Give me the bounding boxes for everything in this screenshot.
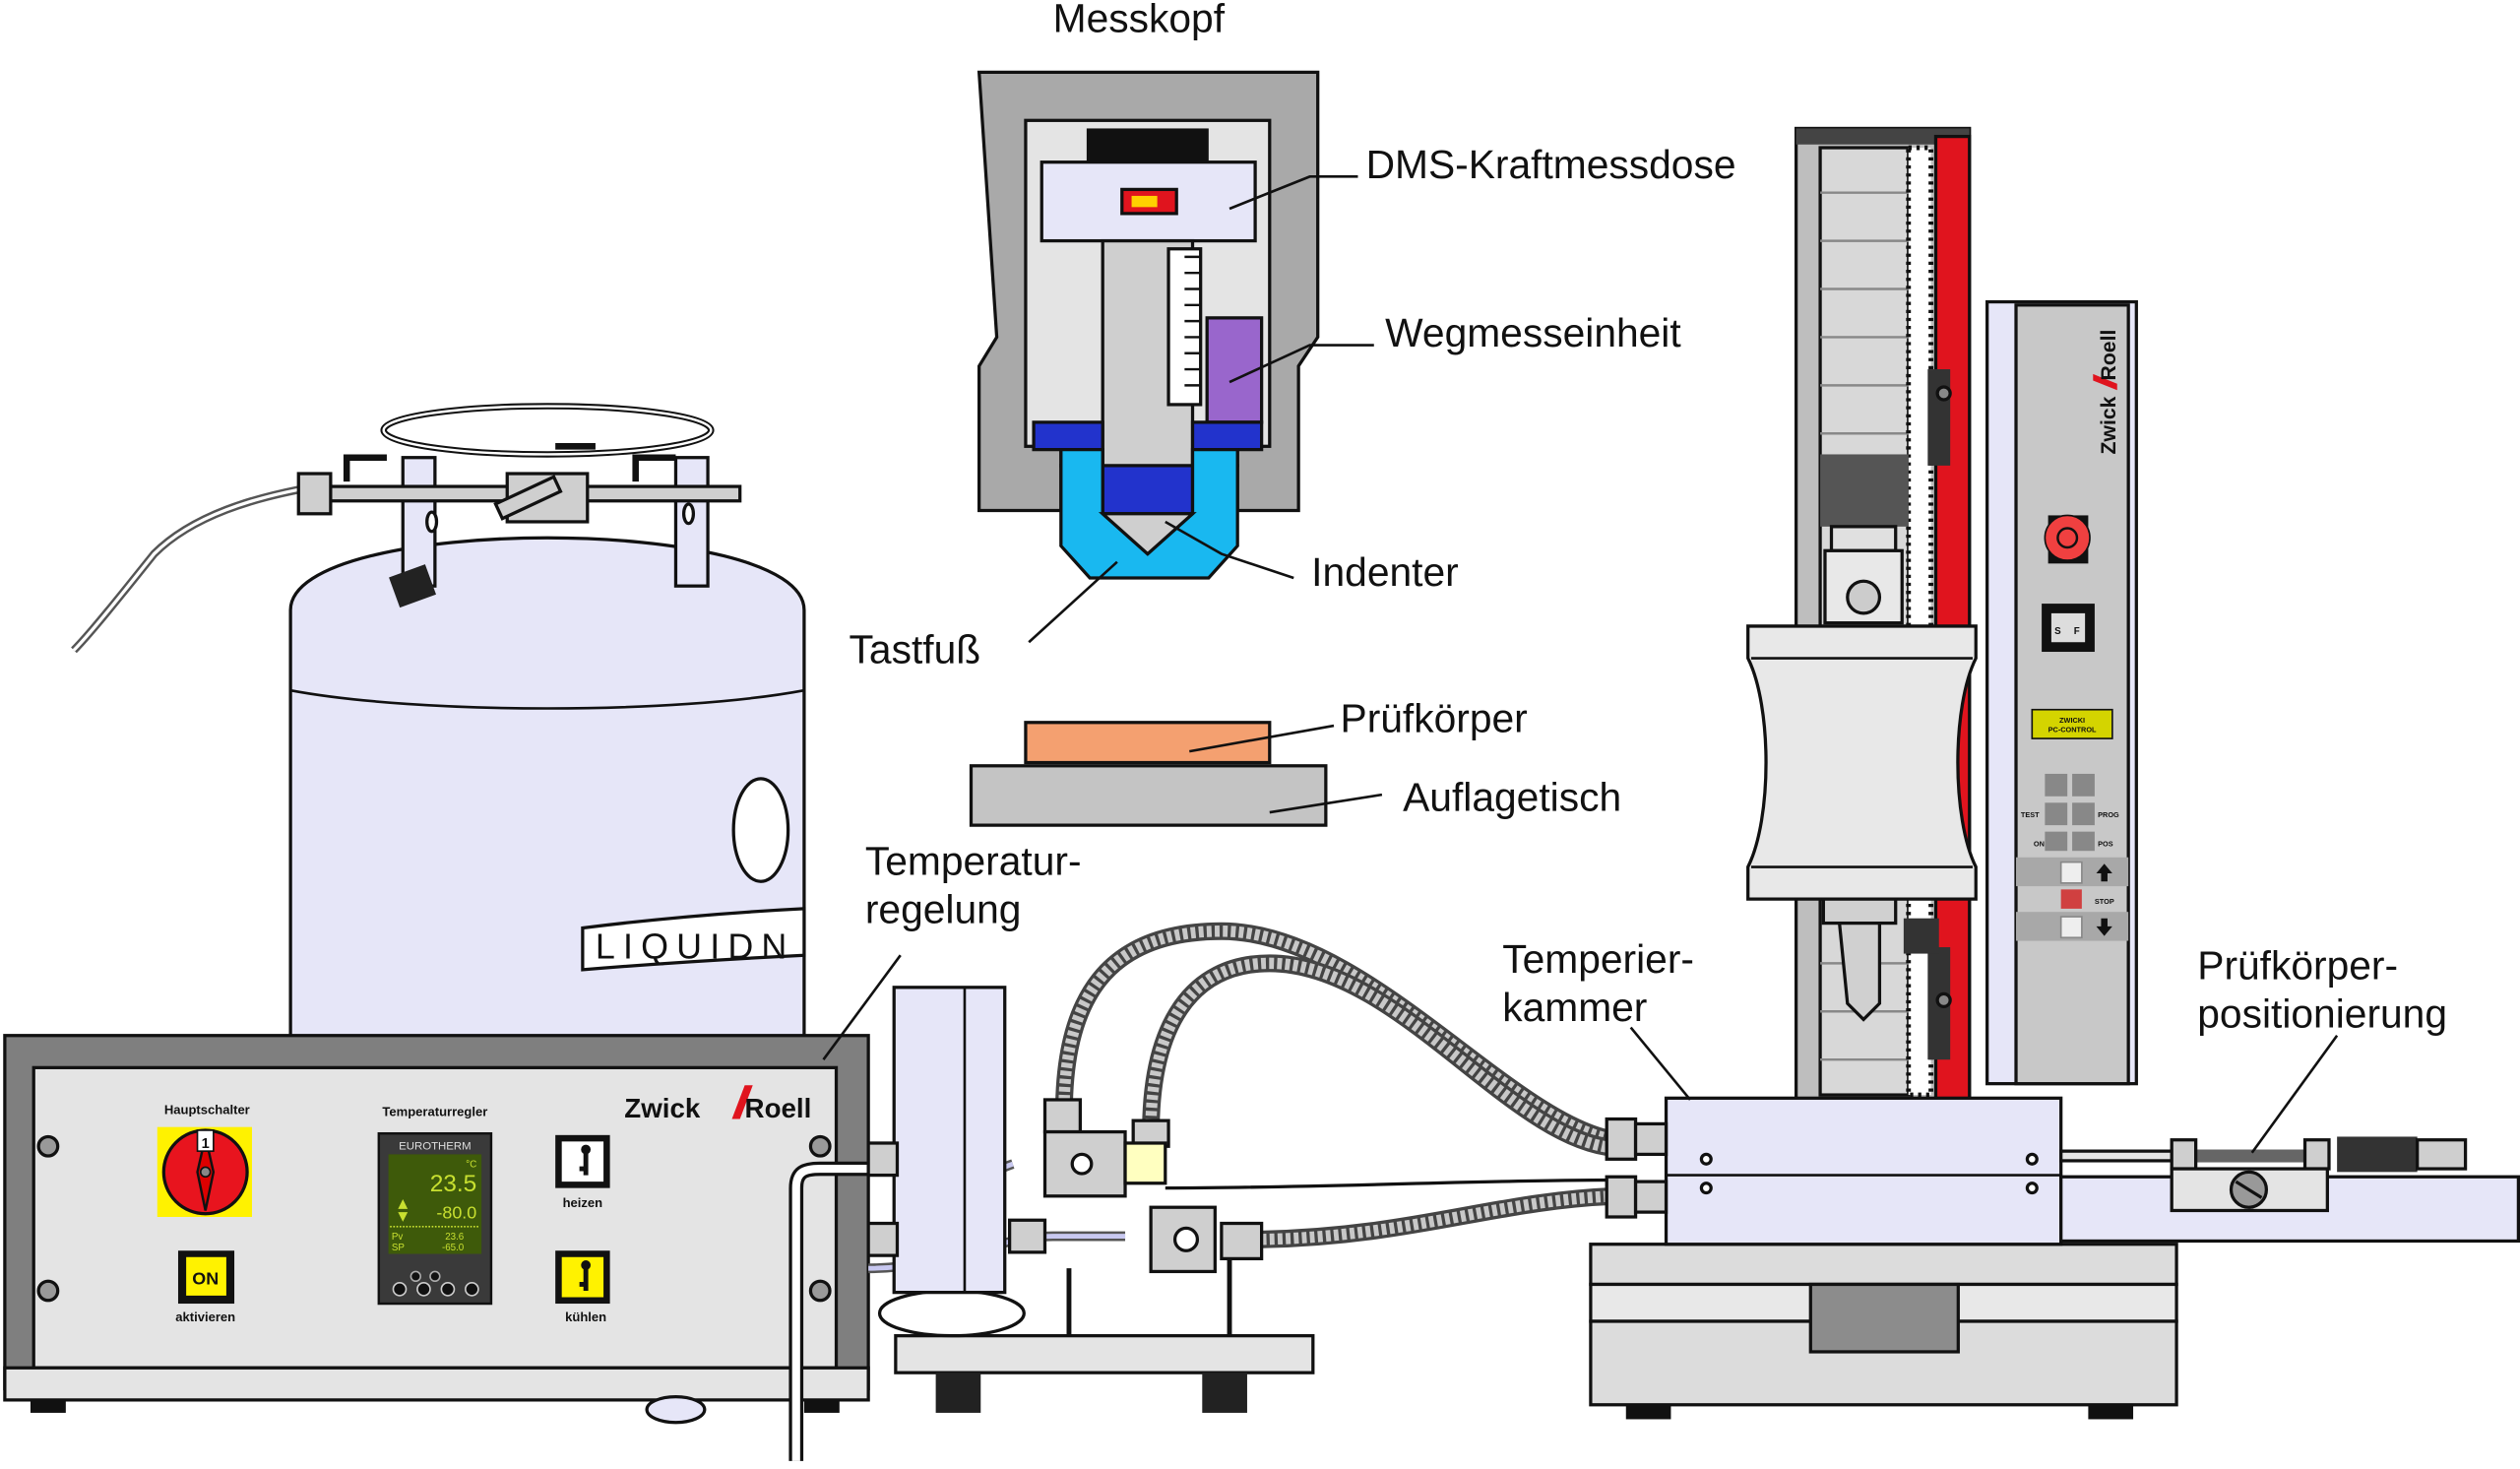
controller-key-up[interactable] [465,1282,479,1297]
key-test[interactable] [2045,802,2068,826]
pc-control-1: ZWICKI [2059,716,2085,725]
dewar-plate-text: LIQUIDN [596,926,795,966]
speed-selector[interactable] [2050,612,2086,643]
key-up[interactable] [2059,861,2083,884]
measuring-head: Messkopf [976,0,1320,580]
scale-ruler [1166,247,1203,407]
label-auflagetisch: Auflagetisch [1403,774,1621,819]
label-temperierkammer-2: kammer [1502,985,1647,1030]
label-hauptschalter: Hauptschalter [164,1103,250,1118]
key-prog[interactable] [2072,802,2095,826]
on-button[interactable]: ON [177,1250,235,1305]
svg-text:Zwick: Zwick [624,1093,701,1123]
label-tastfuss: Tastfuß [850,626,981,671]
label-pruefkoerper: Prüfkörper [1341,696,1528,741]
label-temperaturregelung-2: regelung [865,887,1022,932]
heat-button[interactable] [555,1134,610,1188]
key-pos[interactable] [2072,831,2095,852]
key-reset[interactable] [2045,773,2068,797]
pc-control-2: PC-CONTROL [2048,726,2097,734]
sp-label: SP [392,1243,405,1253]
controller-main-value: 23.5 [430,1171,477,1197]
controller-setpoint-value: -80.0 [436,1203,476,1223]
label-stop: STOP [2095,897,2114,906]
eurotherm-controller: EUROTHERM °C 23.5 -80.0 Pv 23.6 SP -65.0 [377,1131,493,1306]
label-wegmesseinheit: Wegmesseinheit [1385,310,1681,355]
cooling-unit [866,986,1315,1413]
support-table [969,764,1328,827]
label-dms-kraftmessdose: DMS-Kraftmessdose [1366,142,1736,187]
key-stop[interactable] [2060,889,2082,909]
label-messkopf: Messkopf [1053,0,1226,41]
label-positionierung-2: positionierung [2197,991,2447,1037]
label-test: TEST [2021,810,2040,819]
cool-button[interactable] [555,1250,610,1305]
svg-text:Roell: Roell [2098,330,2120,381]
label-aktivieren: aktivieren [175,1309,235,1324]
zwickroell-logo: Zwick Roell [624,1085,811,1123]
key-return[interactable] [2072,773,2095,797]
controller-key-page[interactable] [392,1282,408,1297]
specimen [1024,721,1272,765]
switch-position: 1 [202,1136,210,1152]
temperature-control-box: Hauptschalter 1 ON aktivieren Temperatur… [3,1034,870,1425]
label-temperaturregelung-1: Temperatur- [865,839,1082,884]
controller-key-down[interactable] [440,1282,456,1297]
label-prog: PROG [2098,810,2119,819]
key-on[interactable] [2045,831,2068,852]
label-indenter: Indenter [1311,549,1459,595]
panel-zwickroell-logo: Zwick Roell [2093,330,2120,454]
svg-text:Zwick: Zwick [2098,396,2120,454]
label-positionierung-1: Prüfkörper- [2197,943,2398,989]
selector-s: S [2054,626,2061,637]
label-pos: POS [2098,839,2113,848]
testing-machine [1589,126,2520,1420]
label-temperaturregler: Temperaturregler [382,1104,487,1118]
label-temperierkammer-1: Temperier- [1502,936,1694,982]
probe-foot [1059,447,1239,580]
on-button-label: ON [192,1268,219,1288]
nitrogen-dewar: LIQUIDN [71,403,806,1061]
emergency-stop-button[interactable] [2044,514,2091,561]
main-switch[interactable]: 1 [157,1126,252,1217]
machine-control-panel: Zwick Roell S F ZWICKI PC-CONTROL TEST P… [1985,299,2138,1086]
label-heizen: heizen [563,1195,603,1210]
sp-value: -65.0 [442,1243,465,1253]
label-on: ON [2034,839,2045,848]
crosshead-clamp [1746,624,1978,901]
svg-text:Roell: Roell [745,1093,812,1123]
pv-label: Pv [392,1232,404,1243]
key-down[interactable] [2059,916,2083,939]
controller-unit: °C [466,1159,476,1170]
selector-f: F [2074,626,2080,637]
controller-key-scroll[interactable] [416,1282,431,1297]
label-kuehlen: kühlen [565,1309,606,1324]
controller-brand: EUROTHERM [399,1141,472,1153]
pv-value: 23.6 [445,1232,464,1243]
